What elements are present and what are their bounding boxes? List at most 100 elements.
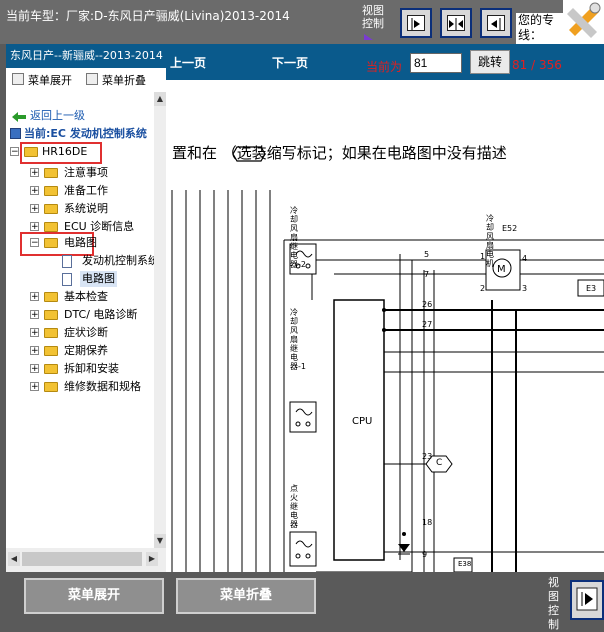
back-link-label: 返回上一级 (30, 109, 85, 122)
sidebar-horizontal-scrollbar[interactable]: ◀ ▶ (6, 548, 166, 572)
sidebar: 东风日产--新骊威--2013-2014 菜单展开 菜单折叠 返回上一级 当前:… (6, 44, 166, 572)
document-icon (62, 255, 72, 268)
diagram-description: 置和在 （选装缩写标记；如果在电路图中没有描述 (172, 144, 507, 162)
current-system-label: 当前:EC 发动机控制系统 (24, 127, 147, 140)
expand-toggle-icon[interactable]: + (30, 204, 39, 214)
collapse-toggle-icon[interactable]: − (10, 147, 19, 157)
connector-e3-label: E3 (586, 284, 597, 293)
folder-icon (44, 310, 58, 320)
prev-page-icon-button[interactable] (480, 8, 512, 38)
wire-number: 7 (424, 270, 430, 279)
main-content: 上一页 下一页 当前为 跳转 81 / 356 置和在 （选装缩写标记；如果在电… (166, 44, 604, 572)
fit-width-icon (447, 15, 465, 31)
expand-toggle-icon[interactable]: + (30, 364, 39, 374)
cooling-fan-motor-icon: M (485, 249, 521, 291)
folder-icon (44, 346, 58, 356)
relay-cooling-fan-2-label: 冷却风扇继电器-2 (290, 206, 306, 269)
support-hotline: 您的专线：028 (516, 13, 564, 44)
sidebar-expand-button[interactable]: 菜单展开 (12, 70, 72, 92)
sidebar-collapse-button[interactable]: 菜单折叠 (86, 70, 146, 92)
tree-item-label: 系统说明 (64, 202, 108, 215)
connector-e38-label: E38 (458, 560, 472, 568)
tree-item-label: 症状诊断 (64, 326, 108, 339)
junction-dot (382, 328, 386, 332)
tree-item-label: 基本检查 (64, 290, 108, 303)
prev-page-link[interactable]: 上一页 (170, 56, 207, 70)
folder-open-icon (44, 238, 58, 248)
expand-toggle-icon[interactable]: + (30, 292, 39, 302)
next-page-icon (407, 15, 425, 31)
wire-number: 23 (422, 452, 433, 461)
wire-number: 4 (522, 254, 528, 263)
highlight-root (20, 142, 102, 164)
page-number-input[interactable] (410, 53, 462, 73)
tree-item-label: 准备工作 (64, 184, 108, 197)
jump-button[interactable]: 跳转 (470, 50, 510, 74)
bottom-view-control-label: 视图控制 (548, 576, 559, 631)
connector-e3-icon (577, 279, 604, 297)
bottom-view-control-button[interactable] (570, 580, 604, 620)
folder-icon (44, 186, 58, 196)
cpu-block (333, 299, 385, 561)
scroll-left-icon[interactable]: ◀ (8, 552, 20, 566)
folder-icon (44, 328, 58, 338)
relay-cooling-fan-1-label: 冷却风扇继电器-1 (290, 308, 306, 371)
page-navigation-bar: 上一页 下一页 当前为 跳转 81 / 356 (166, 44, 604, 80)
expand-toggle-icon[interactable]: + (30, 346, 39, 356)
scroll-right-icon[interactable]: ▶ (146, 552, 158, 566)
scroll-up-icon[interactable]: ▲ (154, 92, 166, 106)
bottom-expand-button[interactable]: 菜单展开 (24, 578, 164, 614)
sidebar-expand-label: 菜单展开 (28, 74, 72, 87)
diode-icon (398, 544, 410, 555)
motor-code: E52 (502, 224, 518, 233)
scrollbar-thumb[interactable] (22, 552, 142, 566)
scroll-down-icon[interactable]: ▼ (154, 534, 166, 548)
wire-number: 27 (422, 320, 433, 329)
back-arrow-icon (12, 111, 26, 122)
expand-toggle-icon[interactable]: + (30, 168, 39, 178)
expand-toggle-icon[interactable]: + (30, 186, 39, 196)
expand-toggle-icon[interactable]: + (30, 382, 39, 392)
wire-number: 1 (480, 252, 486, 261)
wire-number: 9 (422, 550, 428, 559)
svg-text:M: M (497, 264, 506, 275)
tree-item-label: DTC/ 电路诊断 (64, 308, 138, 321)
next-page-icon-button[interactable] (400, 8, 432, 38)
connector-e38-icon (453, 557, 473, 572)
sidebar-vertical-scrollbar[interactable]: ▲ ▼ (154, 92, 166, 548)
folder-icon (44, 204, 58, 214)
bottom-collapse-button[interactable]: 菜单折叠 (176, 578, 316, 614)
current-page-label: 当前为 (366, 60, 403, 74)
wire-number: 3 (522, 284, 528, 293)
connector-c-label: C (436, 458, 443, 468)
tree-item-label-selected: 电路图 (80, 271, 117, 287)
computer-icon (10, 128, 21, 139)
connector-c-icon (425, 455, 453, 473)
folder-open-icon (24, 147, 38, 157)
tree-item-label: 注意事项 (64, 166, 108, 179)
next-page-icon (576, 587, 598, 611)
sidebar-header: 东风日产--新骊威--2013-2014 (6, 44, 166, 68)
relay-ignition (289, 531, 317, 567)
relay-ignition-label: 点火继电器 (290, 484, 298, 529)
junction-dot (382, 308, 386, 312)
expand-toggle-icon[interactable]: + (30, 310, 39, 320)
bottom-bar: 菜单展开 菜单折叠 视图控制 (0, 572, 604, 631)
expand-toggle-icon[interactable]: + (30, 222, 39, 232)
tools-logo (563, 0, 604, 44)
junction-dot (402, 532, 406, 536)
tree-item-label: 电路图 (64, 236, 97, 249)
next-page-link[interactable]: 下一页 (272, 56, 309, 70)
folder-icon (44, 292, 58, 302)
wire-number: 2 (480, 284, 486, 293)
folder-icon (44, 382, 58, 392)
tree-item-label: ECU 诊断信息 (64, 220, 135, 233)
expand-toggle-icon[interactable]: + (30, 328, 39, 338)
expand-icon (12, 73, 24, 85)
view-control-label: 视图控制 (362, 4, 384, 30)
collapse-toggle-icon[interactable]: − (30, 238, 39, 248)
wire-number: 26 (422, 300, 433, 309)
folder-icon (44, 222, 58, 232)
cpu-label: CPU (352, 416, 373, 427)
fit-width-button[interactable] (440, 8, 472, 38)
